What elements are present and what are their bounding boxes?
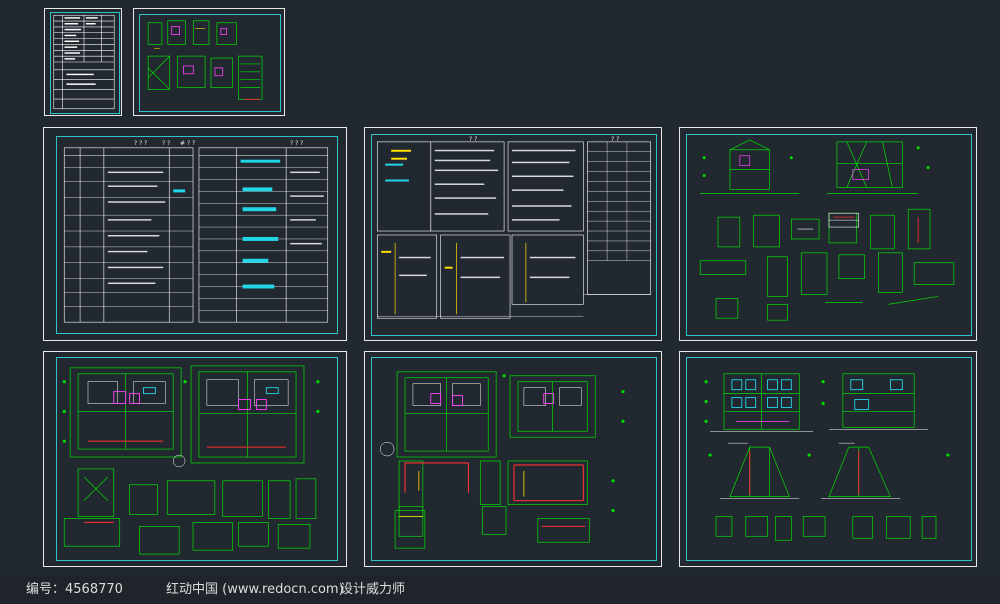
sheet-frame [371,357,657,561]
sheet-frame [686,134,972,336]
watermark-footer: 编号：4568770 红动中国 (www.redocn.com) 设计威力师 [0,576,1000,604]
sheet-floor-plans-2[interactable] [364,351,662,567]
sheet-frame [56,136,338,334]
sheet-frame [371,134,657,336]
floor-plans-2-drawing [379,371,625,549]
sheet-elevations[interactable] [679,351,977,567]
elevations-drawing [704,373,950,541]
sheet-floor-plans-1[interactable] [43,351,347,567]
notes-2-heading-b: ? ? [611,136,620,143]
notes-1-heading-d: ? ? ? [290,140,304,147]
cad-canvas: ? ? ? ? ? # ? ? ? ? ? [43,8,977,567]
notes-1-heading-c: # ? ? [180,140,196,147]
design-notes-2-tables [376,141,651,319]
sheet-design-notes-2[interactable]: ? ? ? ? [364,127,662,341]
floor-plans-1-drawing [62,365,320,555]
image-id-label: 编号：4568770 [26,582,123,597]
notes-1-heading-a: ? ? ? [134,140,148,147]
source-site-label: 红动中国 (www.redocn.com) [166,582,344,597]
notes-1-heading-b: ? ? [162,140,171,147]
sheet-frame [56,357,338,561]
notes-2-heading-a: ? ? [469,136,478,143]
sheet-sections-details[interactable] [679,127,977,341]
sheet-title-page[interactable] [44,8,122,116]
title-page-table [53,14,115,110]
sheet-frame [50,12,120,114]
design-notes-1-tables [63,147,329,323]
sheet-frame [686,357,972,561]
sections-details-drawing [699,139,955,321]
small-details-drawing [147,20,263,100]
sheet-small-details[interactable] [133,8,285,116]
sheet-frame [139,14,281,112]
author-label: 设计威力师 [340,582,406,597]
sheet-design-notes-1[interactable]: ? ? ? ? ? # ? ? ? ? ? [43,127,347,341]
